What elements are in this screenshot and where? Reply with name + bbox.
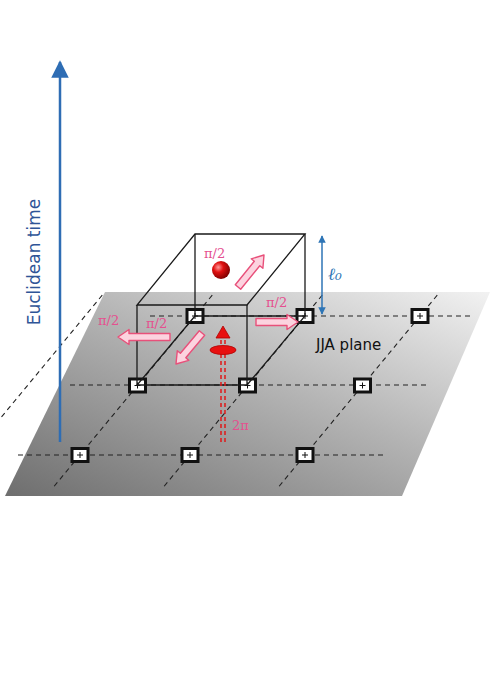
junction-symbol [182,449,198,462]
height-arrow [321,236,323,314]
junction-symbol [72,449,88,462]
time-axis-arrow [59,62,62,442]
plane-label: JJA plane [316,337,381,354]
axis-label: Euclidean time [25,199,44,326]
jja-plane [5,292,490,496]
lattice-grid [0,295,470,486]
grid-line [279,295,437,486]
phase-label: π/2 [146,317,167,331]
phase-arrow [176,331,205,364]
vortex-loop [210,346,236,355]
flux-arrowhead [216,326,230,338]
phase-arrow [256,315,298,330]
grid-line [0,295,102,486]
phase-label: π/2 [98,314,119,328]
phase-arrows [118,255,298,364]
flux-label: 2π [232,419,249,433]
phase-label: π/2 [204,247,225,261]
junction-symbol [355,379,371,392]
monopole-ball [212,261,230,279]
phase-arrow [118,330,170,345]
junction-symbol [297,449,313,462]
phase-label: π/2 [266,296,287,310]
phase-arrow [235,255,264,289]
junctions [72,310,428,462]
junction-symbol [412,310,428,323]
dimension-label: ℓ₀ [328,265,342,284]
